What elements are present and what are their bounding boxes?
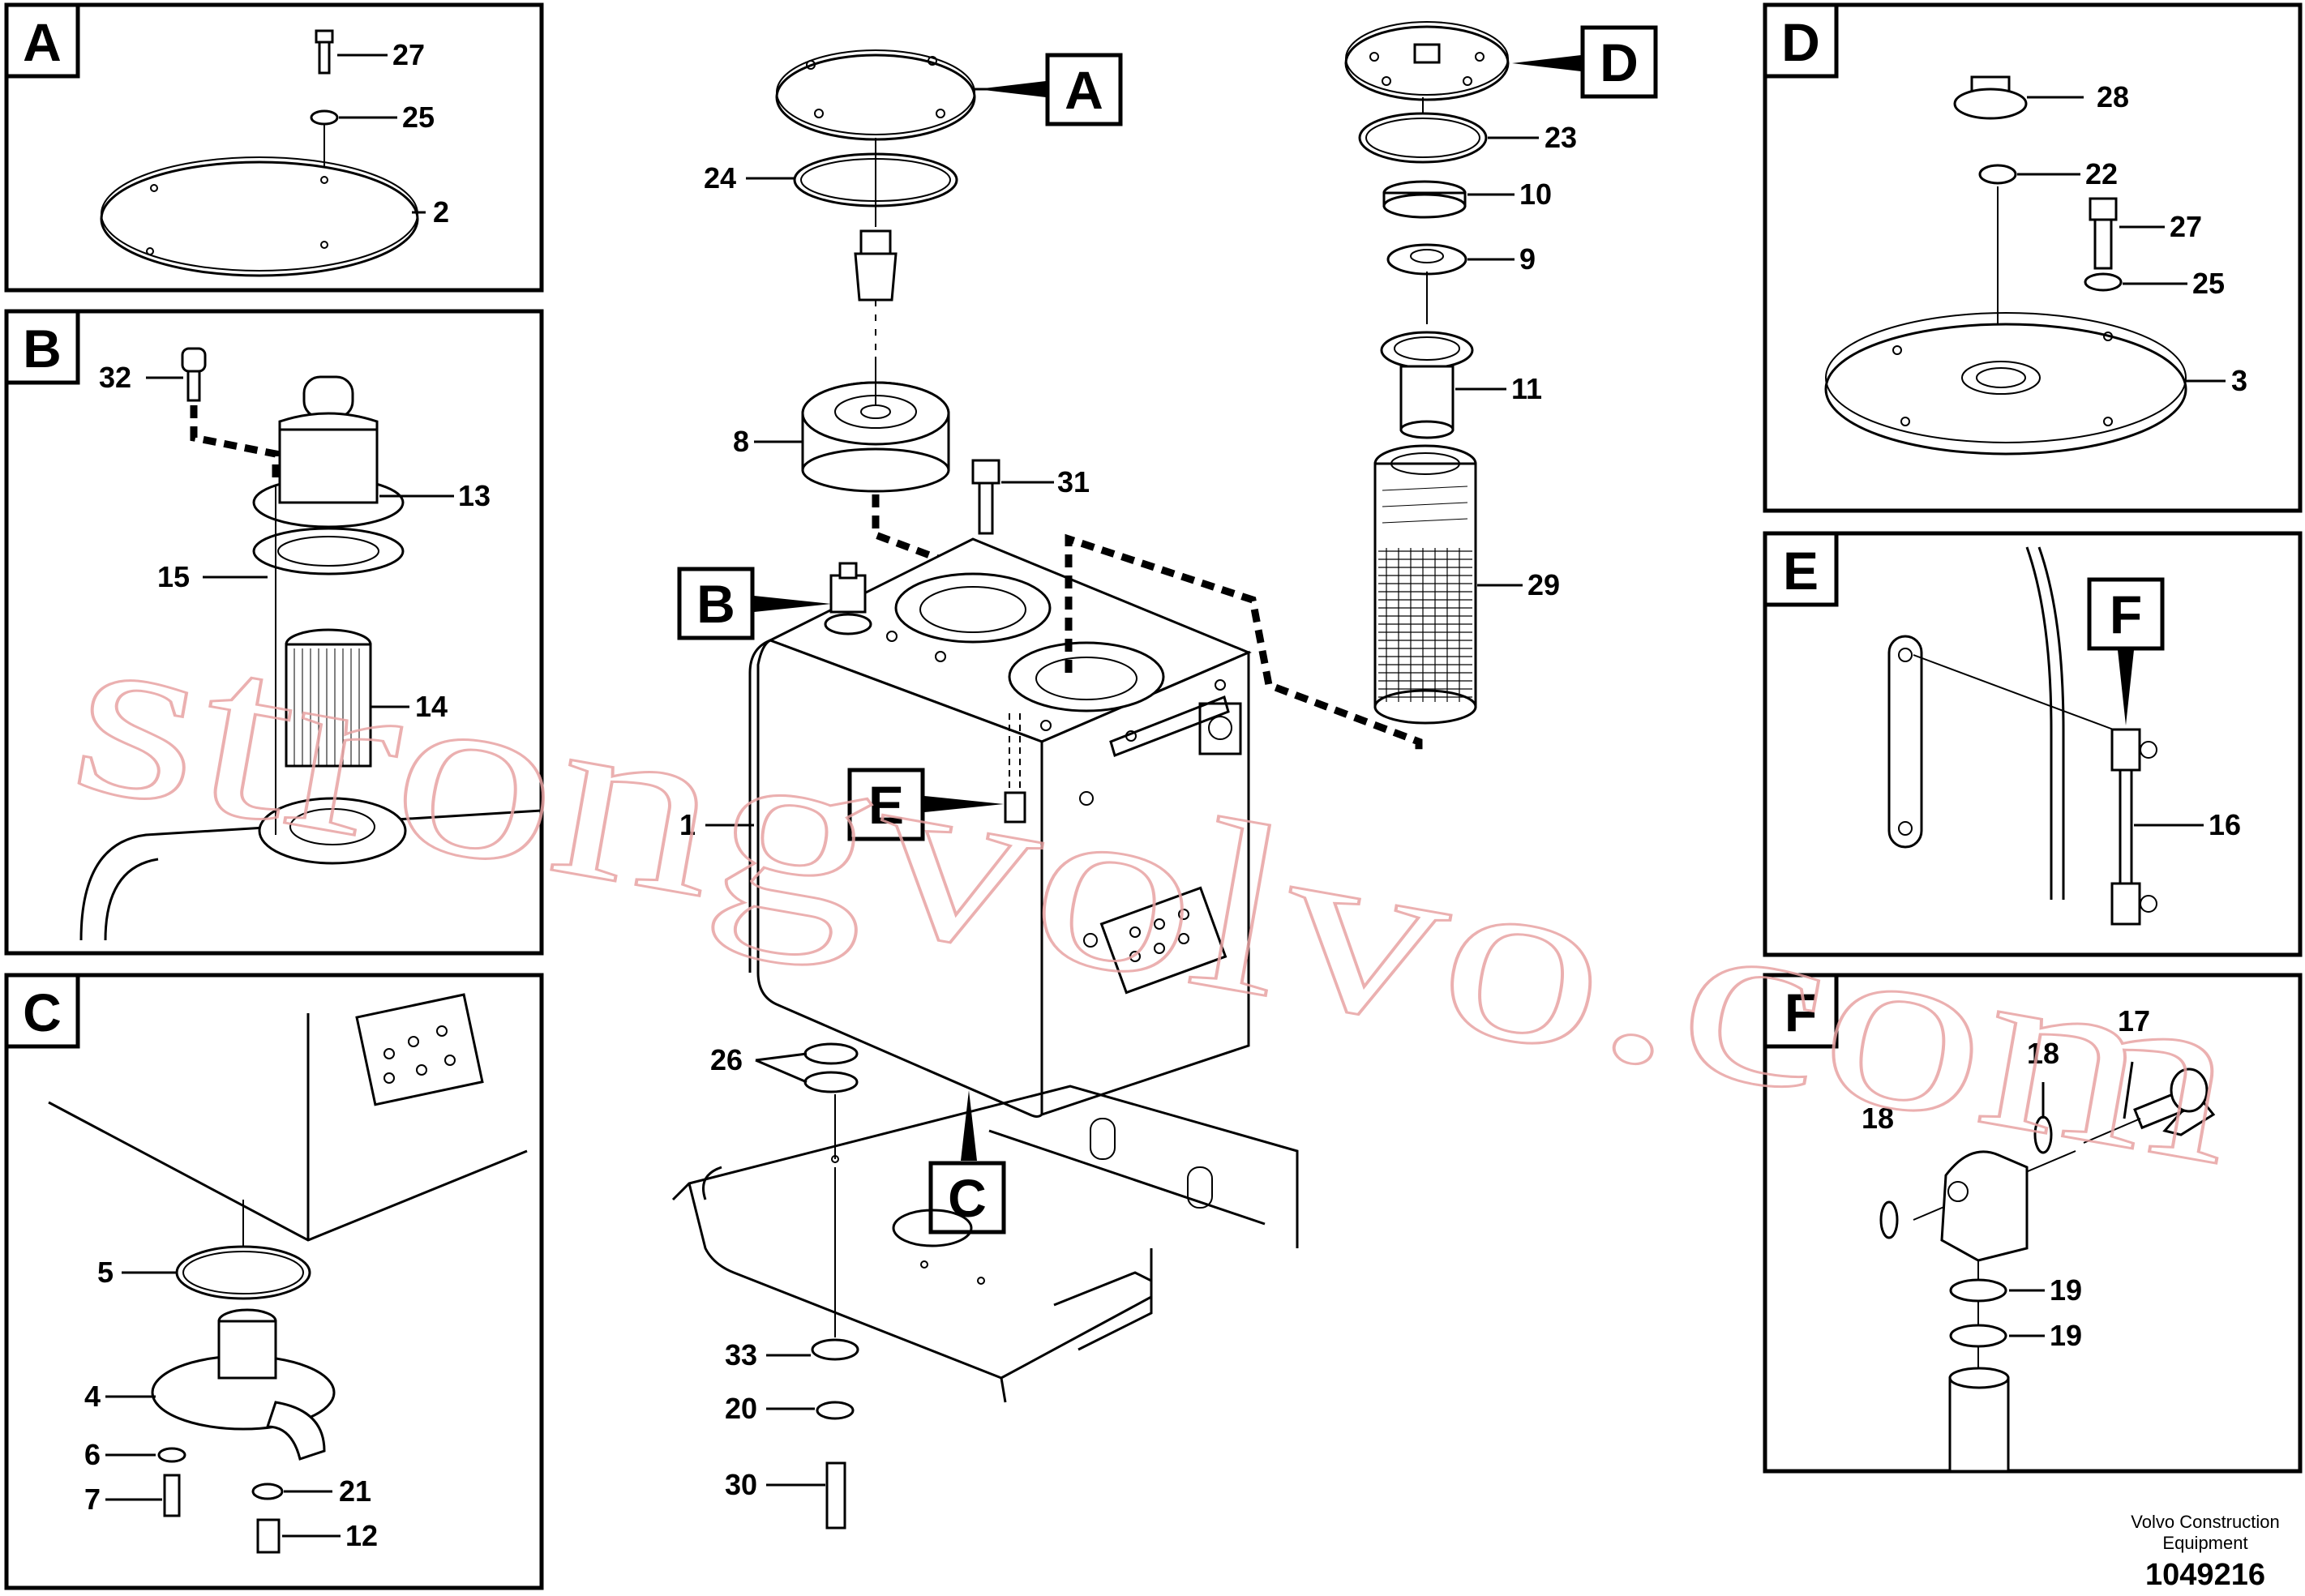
tag-a: A — [1065, 60, 1103, 120]
panel-c-tag: C — [23, 982, 62, 1042]
callout-12: 12 — [345, 1519, 378, 1552]
callout-2: 2 — [433, 195, 449, 229]
callout-13: 13 — [458, 479, 491, 512]
callout-17: 17 — [2118, 1004, 2150, 1038]
panel-a-tag: A — [23, 12, 62, 72]
callout-9: 9 — [1519, 242, 1536, 276]
callout-27: 27 — [392, 38, 425, 71]
callout-14: 14 — [415, 690, 448, 723]
tag-f: F — [2110, 584, 2142, 644]
filter-stack: D 23 10 9 11 — [1344, 21, 1658, 725]
tag-c: C — [948, 1168, 987, 1228]
tag-e: E — [868, 775, 904, 835]
callout-25: 25 — [402, 101, 435, 134]
drawing-number: 1049216 — [2145, 1558, 2265, 1592]
callout-4: 4 — [84, 1380, 101, 1413]
callout-33: 33 — [725, 1338, 757, 1371]
callout-21: 21 — [339, 1474, 371, 1508]
callout-16: 16 — [2209, 808, 2241, 841]
footer: Volvo Construction Equipment 1049216 — [2131, 1512, 2279, 1592]
panel-b: B 32 13 15 14 — [4, 309, 544, 956]
main-assembly: A 24 8 31 — [671, 49, 1423, 1530]
callout-18a: 18 — [2027, 1037, 2059, 1070]
callout-23: 23 — [1545, 121, 1577, 154]
callout-32: 32 — [99, 361, 131, 394]
callout-31: 31 — [1057, 465, 1090, 498]
panel-b-tag: B — [23, 319, 62, 379]
company-name-line2: Equipment — [2162, 1533, 2247, 1553]
callout-30: 30 — [725, 1468, 757, 1501]
callout-29: 29 — [1527, 568, 1560, 601]
callout-1: 1 — [679, 808, 696, 841]
panel-d: D 28 22 27 25 3 — [1763, 2, 2303, 513]
callout-8: 8 — [733, 425, 749, 458]
callout-7: 7 — [84, 1483, 101, 1516]
callout-19a: 19 — [2050, 1273, 2082, 1307]
panel-e-tag: E — [1783, 541, 1819, 601]
callout-5: 5 — [97, 1256, 114, 1289]
callout-6: 6 — [84, 1438, 101, 1471]
callout-25b: 25 — [2192, 267, 2225, 300]
callout-11: 11 — [1511, 372, 1542, 405]
panel-f: F 17 18 18 19 19 — [1763, 973, 2303, 1474]
callout-26: 26 — [710, 1043, 743, 1076]
panel-f-tag: F — [1784, 982, 1817, 1042]
panel-a: A 27 25 2 — [4, 2, 544, 293]
tag-d: D — [1600, 32, 1639, 92]
panel-c: C 5 4 6 7 21 12 — [4, 973, 544, 1590]
callout-10: 10 — [1519, 178, 1552, 211]
callout-18b: 18 — [1862, 1102, 1894, 1135]
panel-d-tag: D — [1781, 12, 1820, 72]
callout-20: 20 — [725, 1392, 757, 1425]
panel-e: E 16 F — [1763, 531, 2303, 957]
callout-24: 24 — [704, 161, 736, 195]
callout-3: 3 — [2231, 364, 2247, 397]
callout-15: 15 — [157, 560, 190, 593]
callout-27b: 27 — [2170, 210, 2202, 243]
tag-b: B — [696, 574, 735, 634]
callout-19b: 19 — [2050, 1319, 2082, 1352]
callout-22: 22 — [2085, 157, 2118, 190]
callout-28: 28 — [2097, 80, 2129, 113]
company-name-line1: Volvo Construction — [2131, 1512, 2279, 1532]
